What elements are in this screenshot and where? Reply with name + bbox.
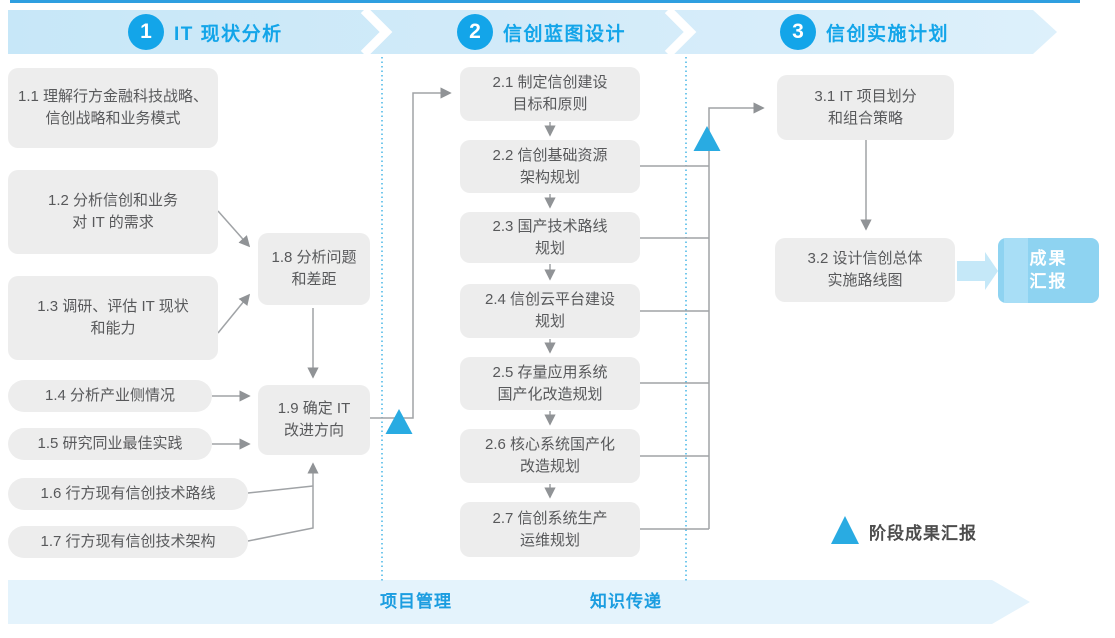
step-1-8-box: 1.8 分析问题 和差距 [258,233,370,305]
step-2-1-box: 2.1 制定信创建设 目标和原则 [460,67,640,121]
step-1-5-box: 1.5 研究同业最佳实践 [8,428,212,460]
arrow-collector-to-3-1 [708,102,765,529]
phase-banner [8,10,1057,54]
step-1-4-box: 1.4 分析产业侧情况 [8,380,212,412]
arrow-1-7-to-1-9 [247,462,319,542]
line-1-6-join [247,485,314,494]
phase-3-label: 3 信创实施计划 [780,14,949,50]
bottom-banner-project-management: 项目管理 [380,592,452,611]
step-2-7-box: 2.7 信创系统生产 运维规划 [460,502,640,557]
step-2-3-box: 2.3 国产技术路线 规划 [460,212,640,263]
step-2-6-box: 2.6 核心系统国产化 改造规划 [460,429,640,483]
phase-2-label: 2 信创蓝图设计 [457,14,626,50]
top-border-line [10,0,1080,3]
step-1-7-box: 1.7 行方现有信创技术架构 [8,526,248,558]
step-1-9-box: 1.9 确定 IT 改进方向 [258,385,370,455]
step-2-2-box: 2.2 信创基础资源 架构规划 [460,140,640,193]
step-1-2-box: 1.2 分析信创和业务 对 IT 的需求 [8,170,218,254]
phase-3-number-badge: 3 [780,14,816,50]
phase-2-number-badge: 2 [457,14,493,50]
bottom-banner [8,580,1030,624]
result-arrow [957,252,998,290]
milestone-triangle-phase2 [693,126,721,151]
phase-2-title: 信创蓝图设计 [503,23,627,45]
step-3-1-box: 3.1 IT 项目划分 和组合策略 [777,75,954,140]
phase-1-label: 1 IT 现状分析 [128,14,283,50]
phase-1-title: IT 现状分析 [174,23,283,45]
step-1-6-box: 1.6 行方现有信创技术路线 [8,478,248,510]
step-2-4-box: 2.4 信创云平台建设 规划 [460,284,640,338]
step-1-3-box: 1.3 调研、评估 IT 现状 和能力 [8,276,218,360]
arrow-1-3-to-1-8 [217,293,251,334]
phase-1-number-badge: 1 [128,14,164,50]
arrow-1-9-to-2-1 [370,87,452,419]
step-3-2-box: 3.2 设计信创总体 实施路线图 [775,238,955,302]
step-2-5-box: 2.5 存量应用系统 国产化改造规划 [460,357,640,410]
step-1-1-box: 1.1 理解行方金融科技战略、 信创战略和业务模式 [8,68,218,148]
banner-chevron-1 [360,6,393,58]
legend-triangle-icon [831,516,859,544]
milestone-triangle-phase1 [385,409,413,434]
result-report-box: 成果 汇报 [998,238,1099,303]
bottom-banner-knowledge-transfer: 知识传递 [590,592,662,611]
arrow-1-2-to-1-8 [217,210,251,248]
banner-chevron-2 [664,6,697,58]
phase-3-title: 信创实施计划 [826,23,950,45]
legend-label: 阶段成果汇报 [869,524,977,543]
